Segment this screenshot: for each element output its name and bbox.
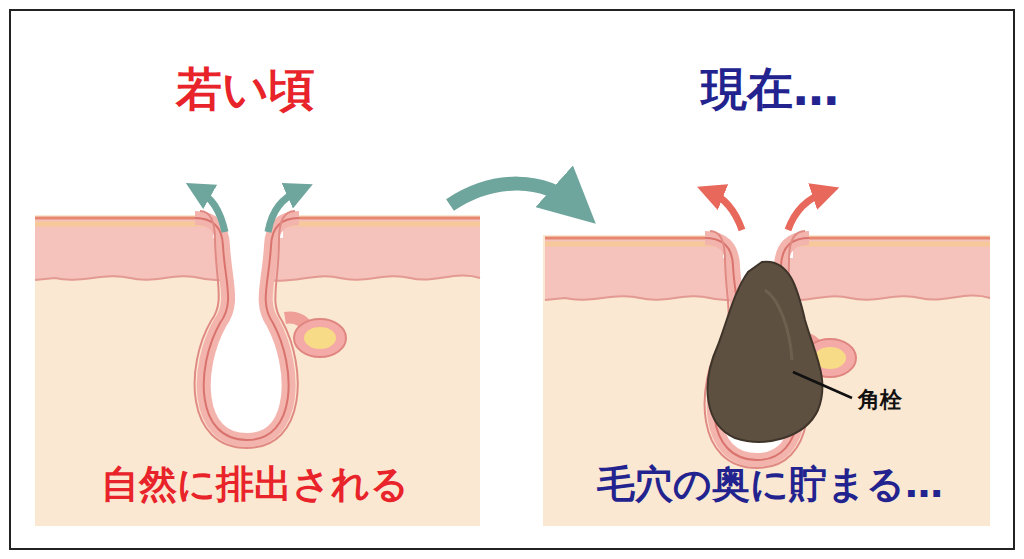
part-label: 角栓 [858,387,902,413]
sebum-plug [708,262,823,442]
skin-section [35,198,480,448]
outflow-arrow [198,190,225,232]
outflow-arrow [710,192,742,230]
frame [10,10,1014,549]
outflow-arrow [268,190,300,232]
panel-heading: 若い頃 [176,62,315,117]
transition-arrow [450,184,575,205]
panel-caption: 毛穴の奥に貯まる… [597,462,943,508]
outflow-arrow [788,192,826,230]
leader-line [793,372,852,398]
panel-caption: 自然に排出される [101,462,409,508]
skin-section [545,218,990,468]
panel-heading: 現在… [701,62,839,117]
